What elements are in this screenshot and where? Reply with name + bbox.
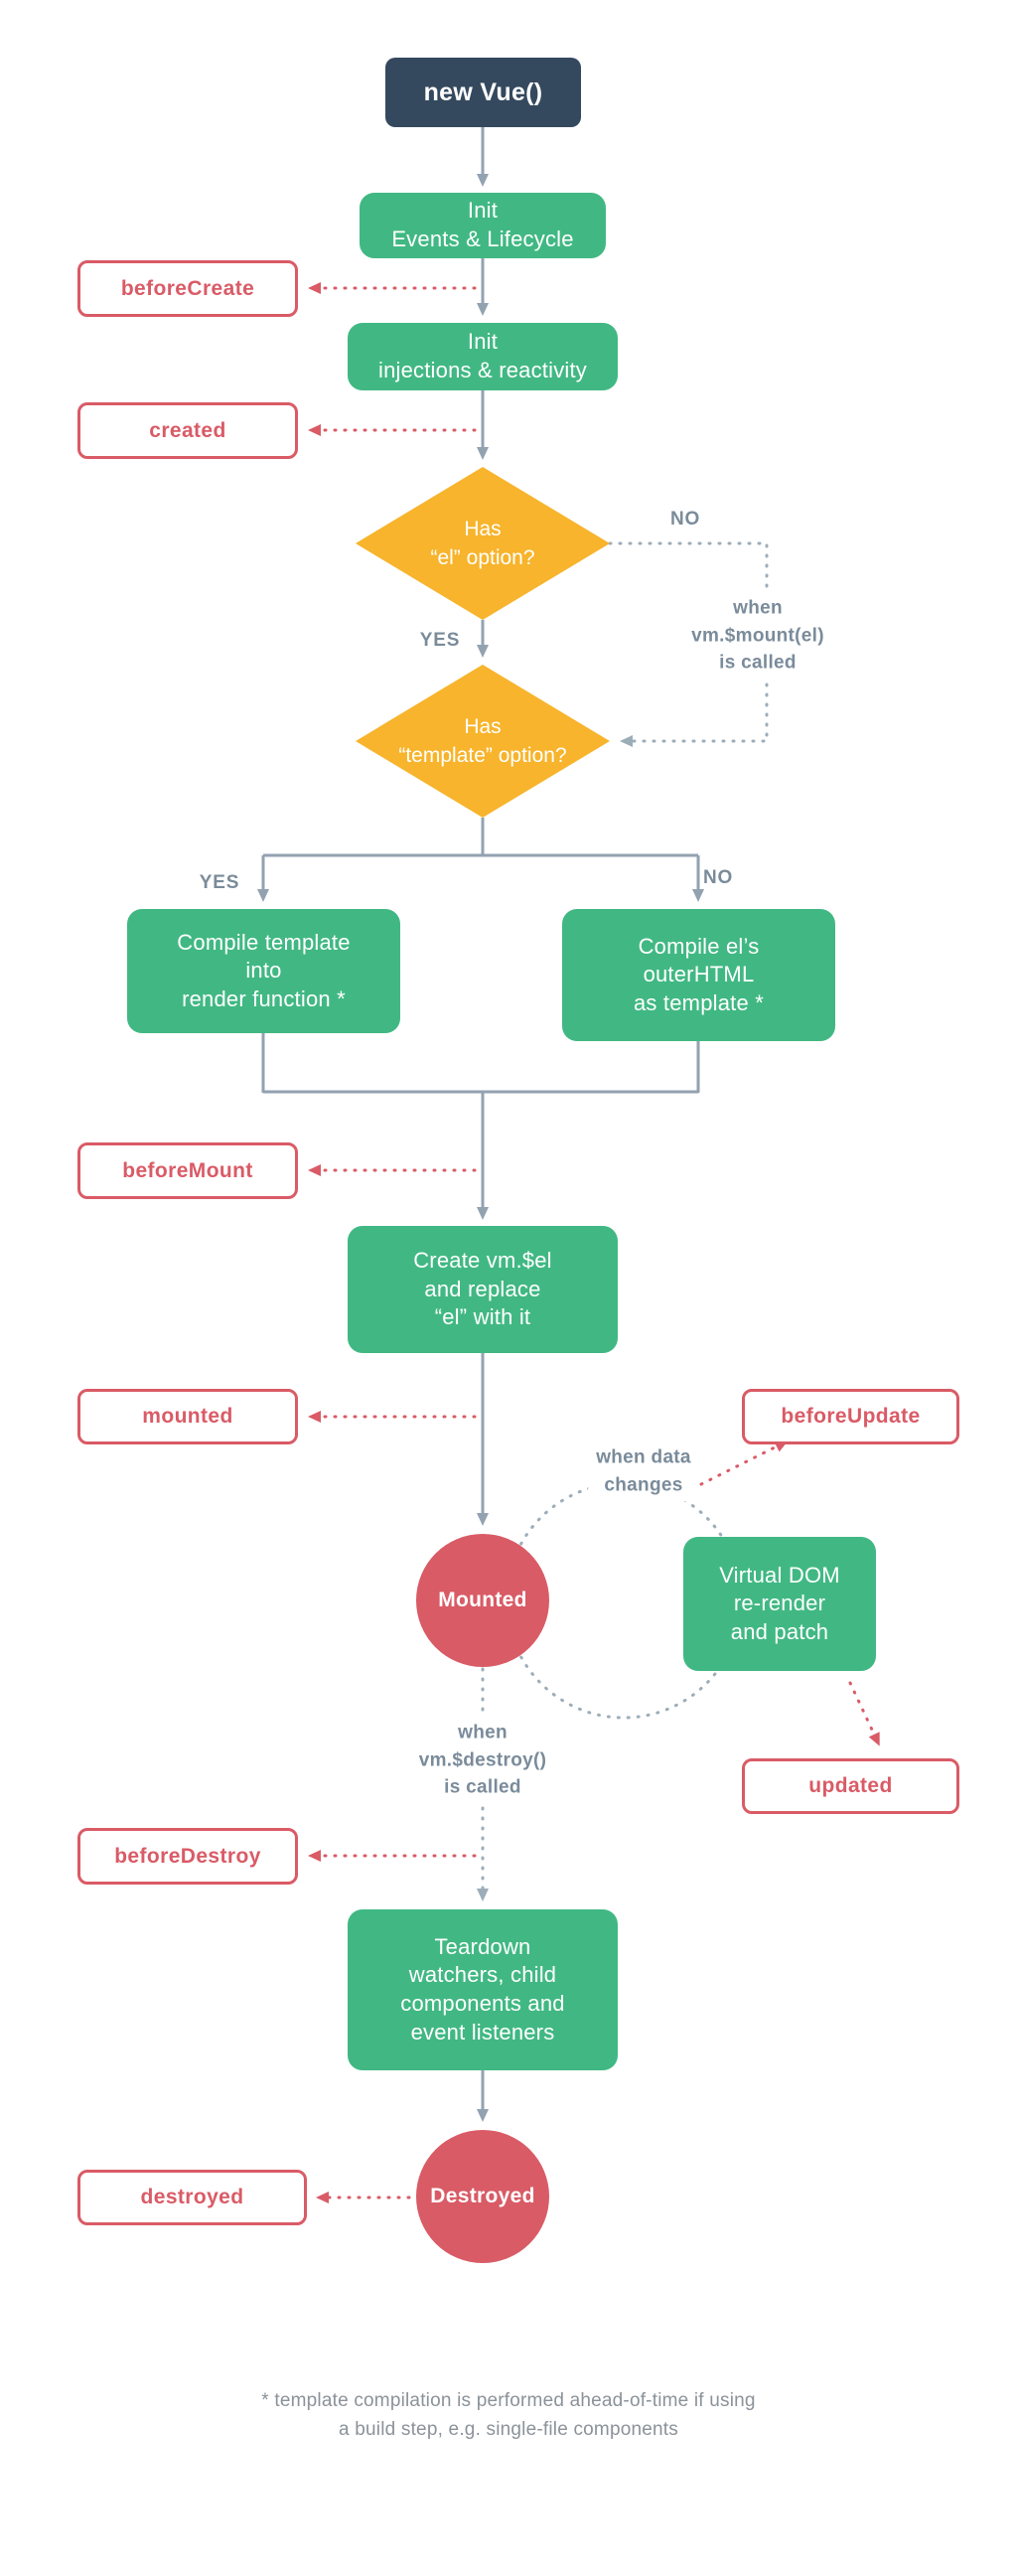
compile-el-node: Compile el’s outerHTML as template * — [562, 909, 835, 1041]
init-events-node: Init Events & Lifecycle — [360, 193, 606, 258]
no-el-label: NO — [669, 509, 701, 530]
updated-hook: updated — [742, 1758, 959, 1814]
destroyed-hook: destroyed — [77, 2170, 307, 2225]
compile-template-node: Compile template into render function * — [127, 909, 400, 1033]
created-hook: created — [77, 402, 298, 459]
mounted-state: Mounted — [416, 1534, 549, 1667]
init-injections-node: Init injections & reactivity — [348, 323, 618, 390]
when-destroy-note: when vm.$destroy() is called — [410, 1716, 555, 1805]
virtual-dom-node: Virtual DOM re-render and patch — [683, 1537, 876, 1671]
footnote: * template compilation is performed ahea… — [261, 2390, 756, 2441]
yes-template-label: YES — [199, 872, 240, 893]
before-destroy-hook: beforeDestroy — [77, 1828, 298, 1885]
before-mount-hook: beforeMount — [77, 1142, 298, 1199]
destroyed-state: Destroyed — [416, 2130, 549, 2263]
new-vue-node: new Vue() — [385, 58, 581, 127]
no-template-label: NO — [702, 867, 734, 888]
mounted-hook: mounted — [77, 1389, 298, 1444]
teardown-node: Teardown watchers, child components and … — [348, 1909, 618, 2070]
when-data-changes-note: when data changes — [588, 1440, 699, 1502]
when-mount-note: when vm.$mount(el) is called — [683, 591, 832, 681]
before-create-hook: beforeCreate — [77, 260, 298, 317]
before-update-hook: beforeUpdate — [742, 1389, 959, 1444]
create-el-node: Create vm.$el and replace “el” with it — [348, 1226, 618, 1353]
yes-el-label: YES — [419, 630, 461, 651]
